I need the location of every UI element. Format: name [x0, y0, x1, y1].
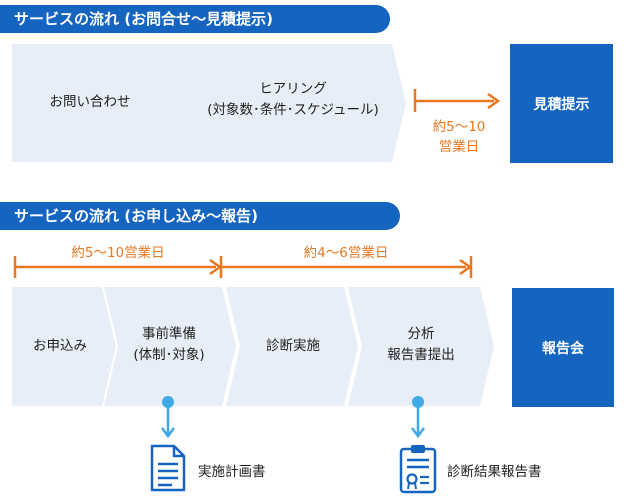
certificate-icon	[399, 445, 437, 494]
document-plan-label: 実施計画書	[198, 464, 266, 480]
document-report-label: 診断結果報告書	[447, 464, 542, 480]
step-analysis	[348, 287, 494, 406]
step-inquiry	[12, 44, 182, 162]
step-diagnosis	[226, 287, 358, 406]
duration-2b: 約4〜6営業日	[303, 245, 389, 261]
step-hearing	[166, 44, 406, 162]
step-inquiry-label: お問い合わせ	[49, 94, 131, 110]
step-analysis-line2: 報告書提出	[387, 347, 455, 363]
duration-1: 約5〜10 営業日	[418, 117, 500, 157]
step-hearing-line2: (対象数･条件･スケジュール)	[207, 102, 379, 118]
step-hearing-label: ヒアリング (対象数･条件･スケジュール)	[180, 79, 406, 121]
step-hearing-line1: ヒアリング	[259, 81, 327, 97]
step-application	[12, 287, 116, 406]
step-diagnosis-label: 診断実施	[266, 338, 320, 354]
section2-title: サービスの流れ (お申し込み〜報告)	[0, 202, 400, 230]
document-icon	[150, 444, 186, 492]
duration-1-line1: 約5〜10	[432, 119, 486, 135]
step-preparation-line2: (体制･対象)	[133, 347, 205, 363]
step-application-label: お申込み	[33, 338, 87, 354]
step-preparation-label: 事前準備 (体制･対象)	[114, 324, 224, 366]
section1-title: サービスの流れ (お問合せ〜見積提示)	[0, 5, 390, 33]
report-meeting-box: 報告会	[512, 288, 614, 407]
estimate-box: 見積提示	[510, 44, 613, 163]
step-analysis-line1: 分析	[407, 326, 435, 342]
step-preparation-line1: 事前準備	[142, 326, 196, 342]
step-analysis-label: 分析 報告書提出	[360, 324, 482, 366]
duration-2a: 約5〜10営業日	[71, 245, 165, 261]
step-preparation	[104, 287, 236, 406]
duration-1-line2: 営業日	[438, 139, 480, 155]
